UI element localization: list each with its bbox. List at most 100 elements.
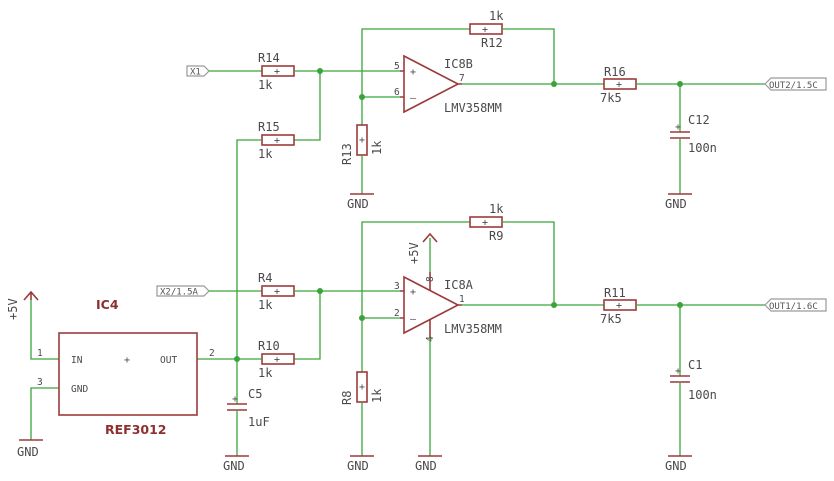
r10-name: R10	[258, 339, 280, 353]
vcc-label: +5V	[407, 242, 421, 264]
svg-text:+: +	[274, 355, 280, 366]
ic8a-pin2: 2	[394, 308, 400, 319]
svg-text:+: +	[675, 366, 681, 377]
r13-name: R13	[340, 143, 354, 165]
port-out2: OUT2/1.5C	[764, 77, 827, 91]
vcc-arrow-icon: +5V	[407, 232, 438, 264]
ic8b-plus-sign: +	[410, 67, 416, 78]
r9-name: R9	[489, 229, 503, 243]
gnd-label: GND	[665, 197, 687, 211]
ic4-name: IC4	[96, 297, 119, 312]
r8-name: R8	[340, 391, 354, 405]
r4-value: 1k	[258, 298, 273, 312]
gnd-label: GND	[347, 197, 369, 211]
ic8b-pin5: 5	[394, 61, 400, 72]
gnd-label: GND	[665, 459, 687, 473]
svg-text:+: +	[124, 355, 130, 366]
ic8a-value: LMV358MM	[444, 322, 502, 336]
ic8a-plus-sign: +	[410, 287, 416, 298]
gnd-symbol: GND	[665, 455, 692, 473]
ic8b-minus-sign: –	[410, 93, 417, 104]
c5-name: C5	[248, 387, 262, 401]
r10-value: 1k	[258, 366, 273, 380]
r16-name: R16	[604, 65, 626, 79]
capacitor-c12: + C12 100n	[670, 113, 717, 155]
junction	[551, 81, 557, 87]
ic8b-pin6: 6	[394, 87, 400, 98]
gnd-symbol: GND	[347, 455, 374, 473]
r9-value: 1k	[489, 202, 504, 216]
r8-value: 1k	[370, 388, 384, 403]
port-out1: OUT1/1.6C	[764, 298, 827, 312]
gnd-symbol: GND	[415, 455, 442, 473]
vcc-arrow-icon: +5V	[6, 290, 39, 320]
svg-text:+: +	[274, 136, 280, 147]
svg-text:+: +	[482, 25, 488, 36]
ic4-value: REF3012	[105, 422, 167, 437]
svg-text:+: +	[482, 218, 488, 229]
svg-text:+: +	[359, 382, 365, 393]
gnd-symbol: GND	[17, 439, 43, 459]
svg-text:+: +	[274, 287, 280, 298]
ic4-gnd-label: GND	[71, 384, 88, 395]
resistor-r11: + R11 7k5	[600, 286, 637, 326]
r4-name: R4	[258, 271, 272, 285]
gnd-label: GND	[17, 445, 39, 459]
r14-value: 1k	[258, 78, 273, 92]
svg-text:+: +	[675, 122, 681, 133]
ic8a-minus-sign: –	[410, 314, 417, 325]
r15-name: R15	[258, 120, 280, 134]
resistor-r12: + 1k R12	[469, 9, 504, 50]
ic4-pin3: 3	[37, 377, 43, 388]
opamp-ic8b: + – 5 6 7 IC8B LMV358MM	[394, 54, 502, 115]
r13-value: 1k	[370, 140, 384, 155]
svg-text:+: +	[616, 301, 622, 312]
svg-text:+: +	[232, 394, 238, 405]
ic4-pin1: 1	[37, 348, 43, 359]
vcc-label: +5V	[6, 298, 20, 320]
c1-name: C1	[688, 358, 702, 372]
c1-value: 100n	[688, 388, 717, 402]
r12-name: R12	[481, 36, 503, 50]
ic8a-pin8: 8	[425, 276, 436, 282]
svg-text:+: +	[274, 67, 280, 78]
c12-name: C12	[688, 113, 710, 127]
r12-value: 1k	[489, 9, 504, 23]
ic8b-pin7: 7	[459, 73, 465, 84]
ic4-in-label: IN	[71, 355, 83, 366]
resistor-r16: + R16 7k5	[600, 65, 637, 105]
ic8b-name: IC8B	[444, 57, 473, 71]
c12-value: 100n	[688, 141, 717, 155]
ic4-out-label: OUT	[160, 355, 177, 366]
resistor-r4: + R4 1k	[258, 271, 295, 312]
gnd-symbol: GND	[665, 193, 692, 211]
r14-name: R14	[258, 51, 280, 65]
gnd-label: GND	[223, 459, 245, 473]
gnd-label: GND	[415, 459, 437, 473]
port-x2: X2/1.5A	[156, 285, 210, 298]
r11-value: 7k5	[600, 312, 622, 326]
port-x2-text: X2/1.5A	[160, 288, 199, 298]
r16-value: 7k5	[600, 91, 622, 105]
ic8a-name: IC8A	[444, 278, 474, 292]
c5-value: 1uF	[248, 415, 270, 429]
regulator-ic4: IC4 REF3012 IN GND OUT + 1 3 2	[37, 297, 215, 437]
svg-text:+: +	[359, 135, 365, 146]
resistor-r8: + R8 1k	[340, 371, 384, 405]
resistor-r14: + R14 1k	[258, 51, 295, 92]
junction	[551, 302, 557, 308]
svg-text:+: +	[616, 80, 622, 91]
ic8a-pin3: 3	[394, 281, 400, 292]
gnd-symbol: GND	[223, 455, 249, 473]
port-x1: X1	[186, 65, 210, 78]
capacitor-c5: + C5 1uF	[227, 387, 270, 429]
resistor-r10: + R10 1k	[258, 339, 295, 380]
gnd-symbol: GND	[347, 193, 374, 211]
ic4-pin2: 2	[209, 348, 215, 359]
port-out2-text: OUT2/1.5C	[769, 81, 818, 91]
gnd-label: GND	[347, 459, 369, 473]
resistor-r15: + R15 1k	[258, 120, 295, 161]
r11-name: R11	[604, 286, 626, 300]
ic8b-value: LMV358MM	[444, 101, 502, 115]
